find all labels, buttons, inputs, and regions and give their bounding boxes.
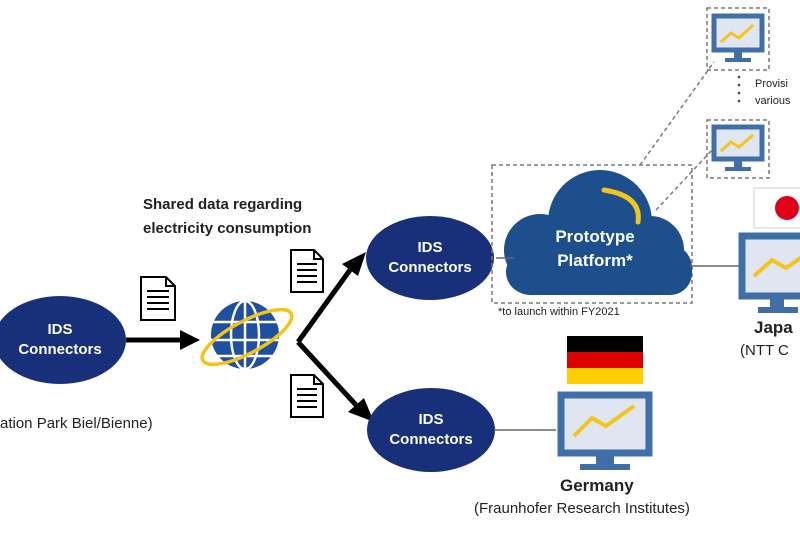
platform-text: Prototype Platform* [525,225,665,273]
germany-flag-icon [567,336,643,384]
japan-label: Japa [754,318,793,337]
left-connector-line2: Connectors [18,341,102,358]
germany-org-label: (Fraunhofer Research Institutes) [474,500,690,517]
arrow-to-lower-connectors [296,340,374,422]
monitor-icon [706,119,770,179]
link-line [655,149,713,211]
document-icon [290,249,324,293]
top-connector-line1: IDS [417,239,443,256]
document-icon [290,374,324,418]
bottom-connector-text: IDS Connectors [367,410,495,450]
provision-line1: Provisi [755,78,789,90]
top-connector-line2: Connectors [388,259,472,276]
platform-line1: Prototype [555,227,635,246]
top-connector-text: IDS Connectors [366,238,494,278]
monitor-icon [557,391,653,470]
left-connector-line1: IDS [47,321,73,338]
link-line [639,61,715,166]
ellipsis-dots [737,75,741,103]
bottom-connector-line1: IDS [418,411,444,428]
platform-boundary [491,164,693,304]
provision-line2: various [755,95,791,107]
japan-flag-icon [753,187,800,229]
monitor-icon [706,7,770,71]
left-connector-text: IDS Connectors [0,320,126,360]
provision-label: Provisi various [755,76,790,110]
left-connector-caption: ation Park Biel/Bienne) [0,415,153,432]
arrow-to-globe [126,330,200,350]
cloud-accent-arc [601,187,641,225]
document-icon [140,276,176,321]
ids-connectors-top [366,216,494,300]
globe-icon [200,299,294,371]
germany-label: Germany [560,476,634,495]
shared-data-line1: Shared data regarding [143,196,303,213]
platform-footnote: *to launch within FY2021 [498,306,620,318]
ids-connectors-left [0,296,126,384]
japan-org-label: (NTT C [740,342,789,359]
shared-data-label: Shared data regarding electricity consum… [143,193,311,241]
platform-line2: Platform* [557,251,633,270]
shared-data-line2: electricity consumption [143,220,312,237]
bottom-connector-line2: Connectors [389,431,473,448]
monitor-icon [738,232,800,313]
arrow-to-upper-connectors [295,252,366,344]
ids-connectors-bottom [367,388,495,472]
